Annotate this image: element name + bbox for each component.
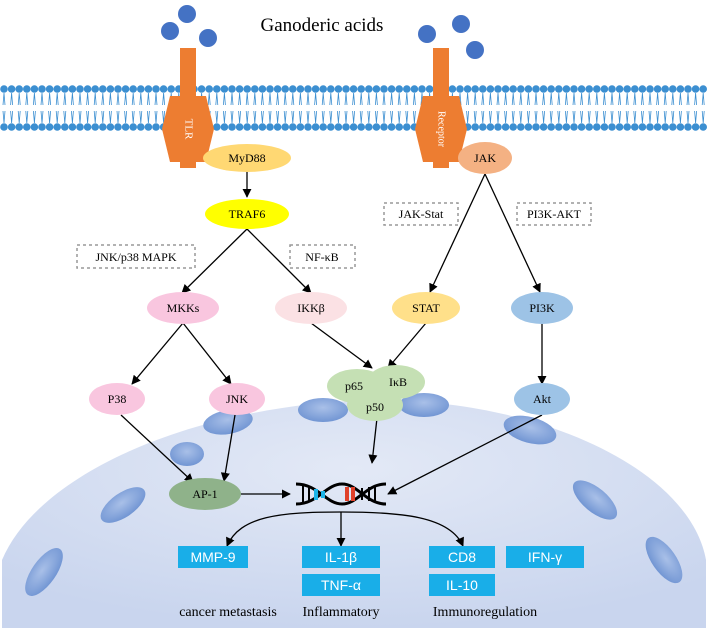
node-nfkb-complex: p65 IκB p50 [327,365,425,421]
svg-text:IL-1β: IL-1β [325,549,357,565]
arrows [120,172,547,547]
svg-text:TRAF6: TRAF6 [229,207,266,221]
svg-text:PI3K: PI3K [529,301,555,315]
outcome-cancer-metastasis: cancer metastasis [179,605,277,620]
diagram-title: Ganoderic acids [261,15,384,36]
node-akt: Akt [514,383,570,415]
outcome-immunoregulation: Immunoregulation [433,605,537,620]
pathway-jnk-p38-mapk: JNK/p38 MAPK [76,244,196,269]
receptor-label: Receptor [436,111,447,148]
ikb-label: IκB [389,375,407,389]
pathway-pi3k-akt: PI3K-AKT [516,202,592,226]
p50-label: p50 [366,400,384,414]
svg-text:IFN-γ: IFN-γ [528,549,562,565]
node-pi3k: PI3K [511,292,573,324]
node-jnk: JNK [209,383,265,415]
output-cd8: CD8 [429,546,495,568]
ganoderic-acid-molecules [161,5,484,59]
node-jak: JAK [458,142,512,174]
node-ikkb: IKKβ [275,292,347,324]
output-ifng: IFN-γ [506,546,584,568]
svg-text:JAK: JAK [474,151,496,165]
svg-text:AP-1: AP-1 [192,487,217,501]
svg-text:MyD88: MyD88 [228,151,265,165]
svg-text:MKKs: MKKs [167,301,200,315]
cell-membrane [0,85,707,131]
svg-text:STAT: STAT [412,301,440,315]
node-p38: P38 [89,383,145,415]
node-myd88: MyD88 [203,144,291,172]
pathway-jak-stat: JAK-Stat [383,202,459,226]
svg-text:Akt: Akt [533,392,552,406]
p65-label: p65 [345,379,363,393]
svg-text:JNK/p38 MAPK: JNK/p38 MAPK [95,250,176,264]
node-traf6: TRAF6 [205,199,289,229]
svg-text:JAK-Stat: JAK-Stat [399,207,444,221]
svg-text:IL-10: IL-10 [446,577,478,593]
pathway-nfkb: NF-κB [289,244,356,269]
svg-text:JNK: JNK [226,392,248,406]
dna-icon [295,482,387,506]
tlr-receptor: TLR [162,48,214,168]
cytokine-receptor: Receptor [415,48,467,168]
svg-text:IKKβ: IKKβ [297,301,324,315]
tlr-label: TLR [182,119,194,140]
output-tnfa: TNF-α [302,574,380,596]
svg-text:P38: P38 [108,392,127,406]
outcome-inflammatory: Inflammatory [303,605,380,620]
svg-text:CD8: CD8 [448,549,476,565]
nuclear-pores [25,393,683,596]
svg-text:MMP-9: MMP-9 [190,549,235,565]
svg-text:TNF-α: TNF-α [321,577,361,593]
node-mkks: MKKs [147,292,219,324]
output-il1b: IL-1β [302,546,380,568]
output-mmp9: MMP-9 [178,546,248,568]
node-stat: STAT [392,292,460,324]
node-ap1: AP-1 [169,478,241,510]
svg-text:NF-κB: NF-κB [305,250,338,264]
svg-text:PI3K-AKT: PI3K-AKT [527,207,582,221]
output-il10: IL-10 [429,574,495,596]
